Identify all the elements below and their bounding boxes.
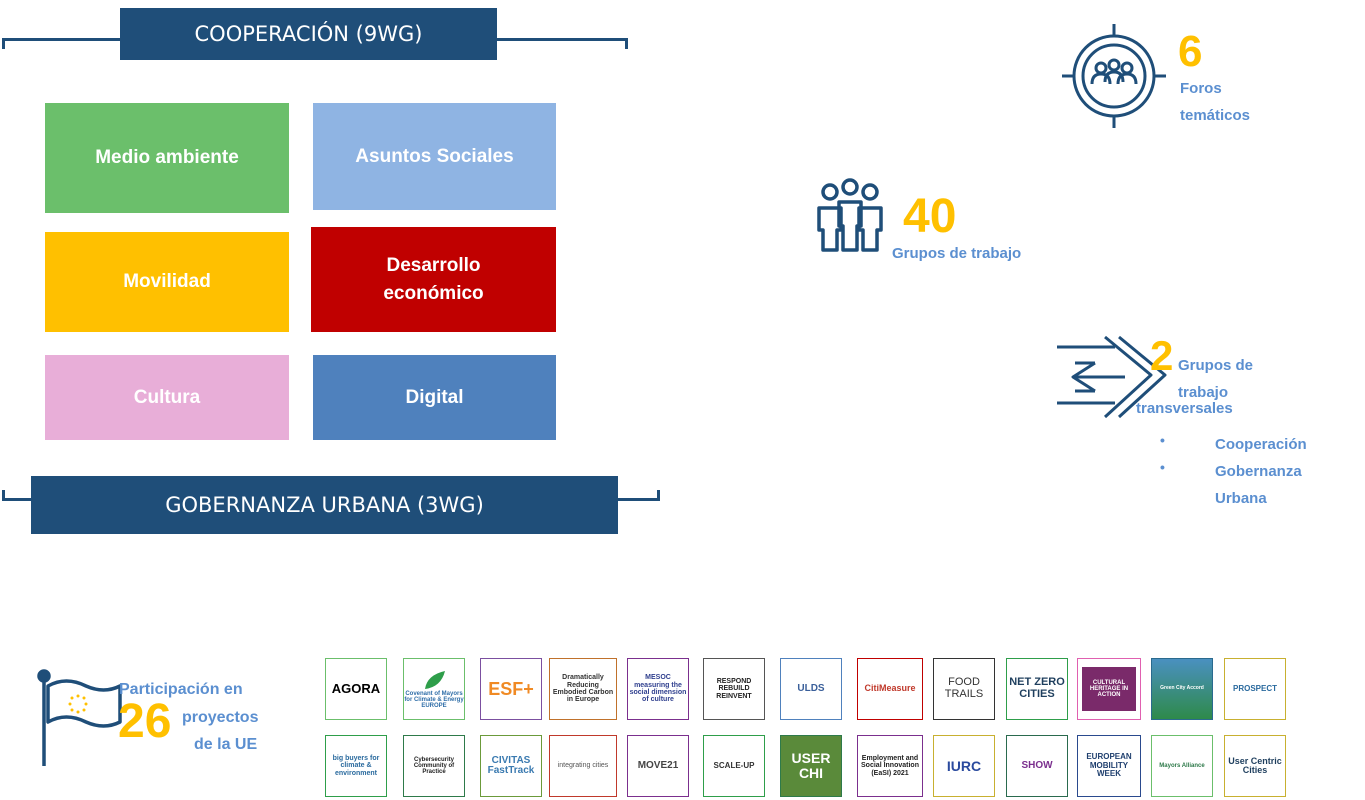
logo-net-zero-cities: NET ZERO CITIES: [1006, 658, 1068, 720]
transversal-label-line3: transversales: [1136, 400, 1233, 417]
projects-label-line2: proyectos: [182, 709, 259, 726]
tile-cultura: Cultura: [45, 355, 289, 440]
forums-label-line1: Foros: [1180, 80, 1222, 97]
groups-label: Grupos de trabajo: [892, 245, 1022, 262]
forum-target-icon: [1062, 24, 1166, 128]
logo-citimeasure: CitiMeasure: [857, 658, 923, 720]
logo-covenant-of-mayors: Covenant of Mayors for Climate & Energy …: [403, 658, 465, 720]
logo-prospect: PROSPECT: [1224, 658, 1286, 720]
logo-iurc: IURC: [933, 735, 995, 797]
bullet-dot: •: [1160, 459, 1165, 475]
logo-esf-plus: ESF+: [480, 658, 542, 720]
logo-cybersecurity: Cybersecurity Community of Practice: [403, 735, 465, 797]
projects-number: 26: [118, 695, 172, 748]
tile-movilidad: Movilidad: [45, 232, 289, 332]
transversal-label-line2: trabajo: [1178, 384, 1229, 401]
logo-ulds: ULDS: [780, 658, 842, 720]
tile-digital: Digital: [313, 355, 556, 440]
logo-easi: Employment and Social Innovation (EaSI) …: [857, 735, 923, 797]
logo-big-buyers: big buyers for climate & environment: [325, 735, 387, 797]
transversal-label-line1: Grupos de: [1178, 357, 1254, 374]
logo-user-chi: USER CHI: [780, 735, 842, 797]
tile-asuntos-sociales: Asuntos Sociales: [313, 103, 556, 210]
logo-user-centric-cities: User Centric Cities: [1224, 735, 1286, 797]
logo-dreec: Dramatically Reducing Embodied Carbon in…: [549, 658, 617, 720]
people-group-icon: [817, 178, 883, 252]
projects-label-line3: de la UE: [194, 736, 258, 753]
transversal-number: 2: [1150, 332, 1174, 379]
logo-respond-rebuild-reinvent: RESPOND REBUILD REINVENT: [703, 658, 765, 720]
logo-european-mobility-week: EUROPEAN MOBILITY WEEK: [1077, 735, 1141, 797]
projects-label-line1: Participación en: [119, 681, 243, 698]
logo-green-city-accord: Green City Accord: [1151, 658, 1213, 720]
governance-banner: GOBERNANZA URBANA (3WG): [31, 476, 618, 534]
logo-civitas-fasttrack: CIVITAS FastTrack: [480, 735, 542, 797]
bullet-dot: •: [1160, 432, 1165, 448]
logo-agora: AGORA: [325, 658, 387, 720]
logo-integrating-cities: integrating cities: [549, 735, 617, 797]
tile-medio-ambiente: Medio ambiente: [45, 103, 289, 213]
forums-label-line2: temáticos: [1180, 107, 1251, 124]
cooperation-banner: COOPERACIÓN (9WG): [120, 8, 497, 60]
logo-food-trails: FOOD TRAILS: [933, 658, 995, 720]
logo-show: SHOW: [1006, 735, 1068, 797]
logo-scale-up: SCALE-UP: [703, 735, 765, 797]
leaf-icon: [425, 670, 445, 689]
logo-mesoc: MESOC measuring the social dimension of …: [627, 658, 689, 720]
tile-desarrollo-economico: Desarrollo económico: [311, 227, 556, 332]
groups-number: 40: [903, 190, 957, 243]
eu-flag-icon: [37, 669, 122, 766]
logo-mayors-alliance: Mayors Alliance: [1151, 735, 1213, 797]
arrows-exchange-icon: [1057, 335, 1167, 419]
logo-move21: MOVE21: [627, 735, 689, 797]
forums-number: 6: [1178, 27, 1203, 76]
logo-cultural-heritage-in-action: CULTURAL HERITAGE IN ACTION: [1077, 658, 1141, 720]
